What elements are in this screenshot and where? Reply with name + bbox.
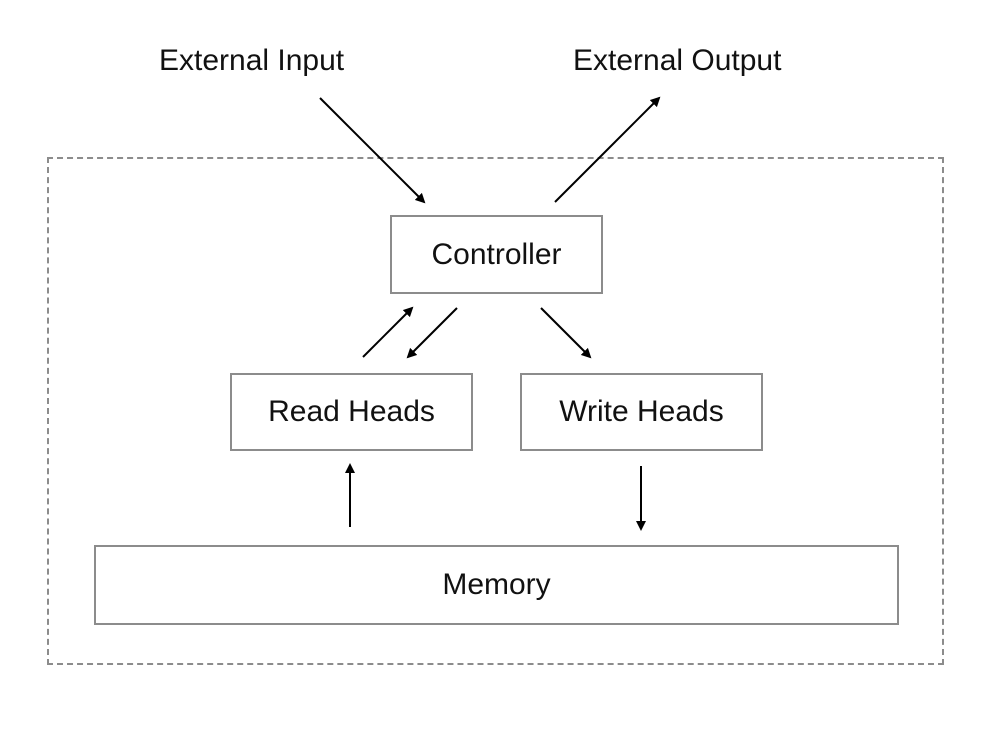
- arrow-external-input-to-controller: [319, 97, 426, 204]
- arrow-controller-to-write-heads: [540, 307, 592, 359]
- controller-box: Controller: [390, 215, 603, 294]
- system-boundary: [47, 157, 944, 665]
- memory-box: Memory: [94, 545, 899, 625]
- arrow-controller-to-external-output: [554, 96, 661, 203]
- external-output-label: External Output: [573, 44, 782, 77]
- arrow-read-heads-to-controller: [362, 306, 414, 358]
- read-heads-label: Read Heads: [268, 395, 435, 428]
- write-heads-label: Write Heads: [559, 395, 724, 428]
- external-input-label: External Input: [159, 44, 345, 77]
- arrow-controller-to-read-heads: [406, 307, 458, 359]
- controller-label: Controller: [431, 237, 562, 271]
- read-heads-box: Read Heads: [230, 373, 473, 451]
- memory-label: Memory: [442, 568, 551, 601]
- write-heads-box: Write Heads: [520, 373, 763, 451]
